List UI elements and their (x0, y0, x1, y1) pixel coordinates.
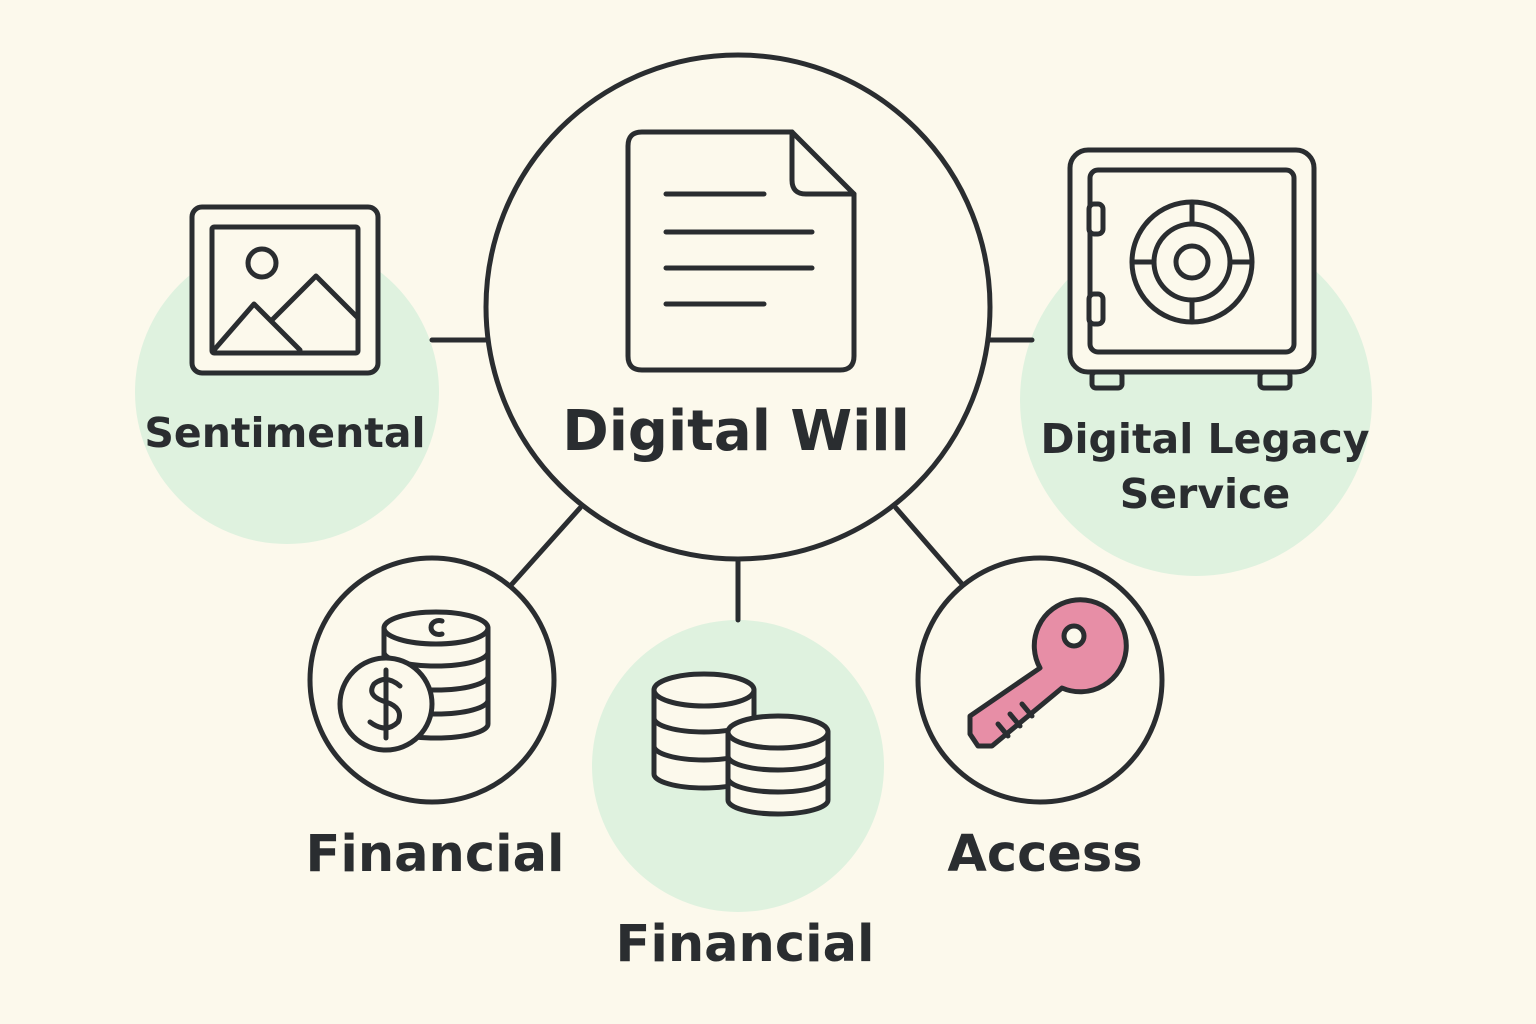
coin-stacks-icon (651, 671, 831, 817)
sentimental-label: Sentimental (144, 409, 426, 457)
image-frame-icon (189, 204, 381, 376)
legacy-label: Digital Legacy Service (1010, 412, 1400, 523)
key-icon (967, 597, 1129, 749)
document-icon (625, 129, 857, 373)
legacy-label-line-1: Digital Legacy (1040, 415, 1370, 463)
legacy-label-line-2: Service (1119, 470, 1291, 519)
center-label: Digital Will (562, 399, 910, 464)
financial-1-label: Financial (305, 825, 565, 884)
connectors (429, 337, 1035, 623)
access-label: Access (947, 825, 1143, 884)
coins-dollar-icon (337, 609, 491, 753)
safe-icon (1067, 147, 1317, 391)
financial-2-label: Financial (615, 915, 875, 974)
